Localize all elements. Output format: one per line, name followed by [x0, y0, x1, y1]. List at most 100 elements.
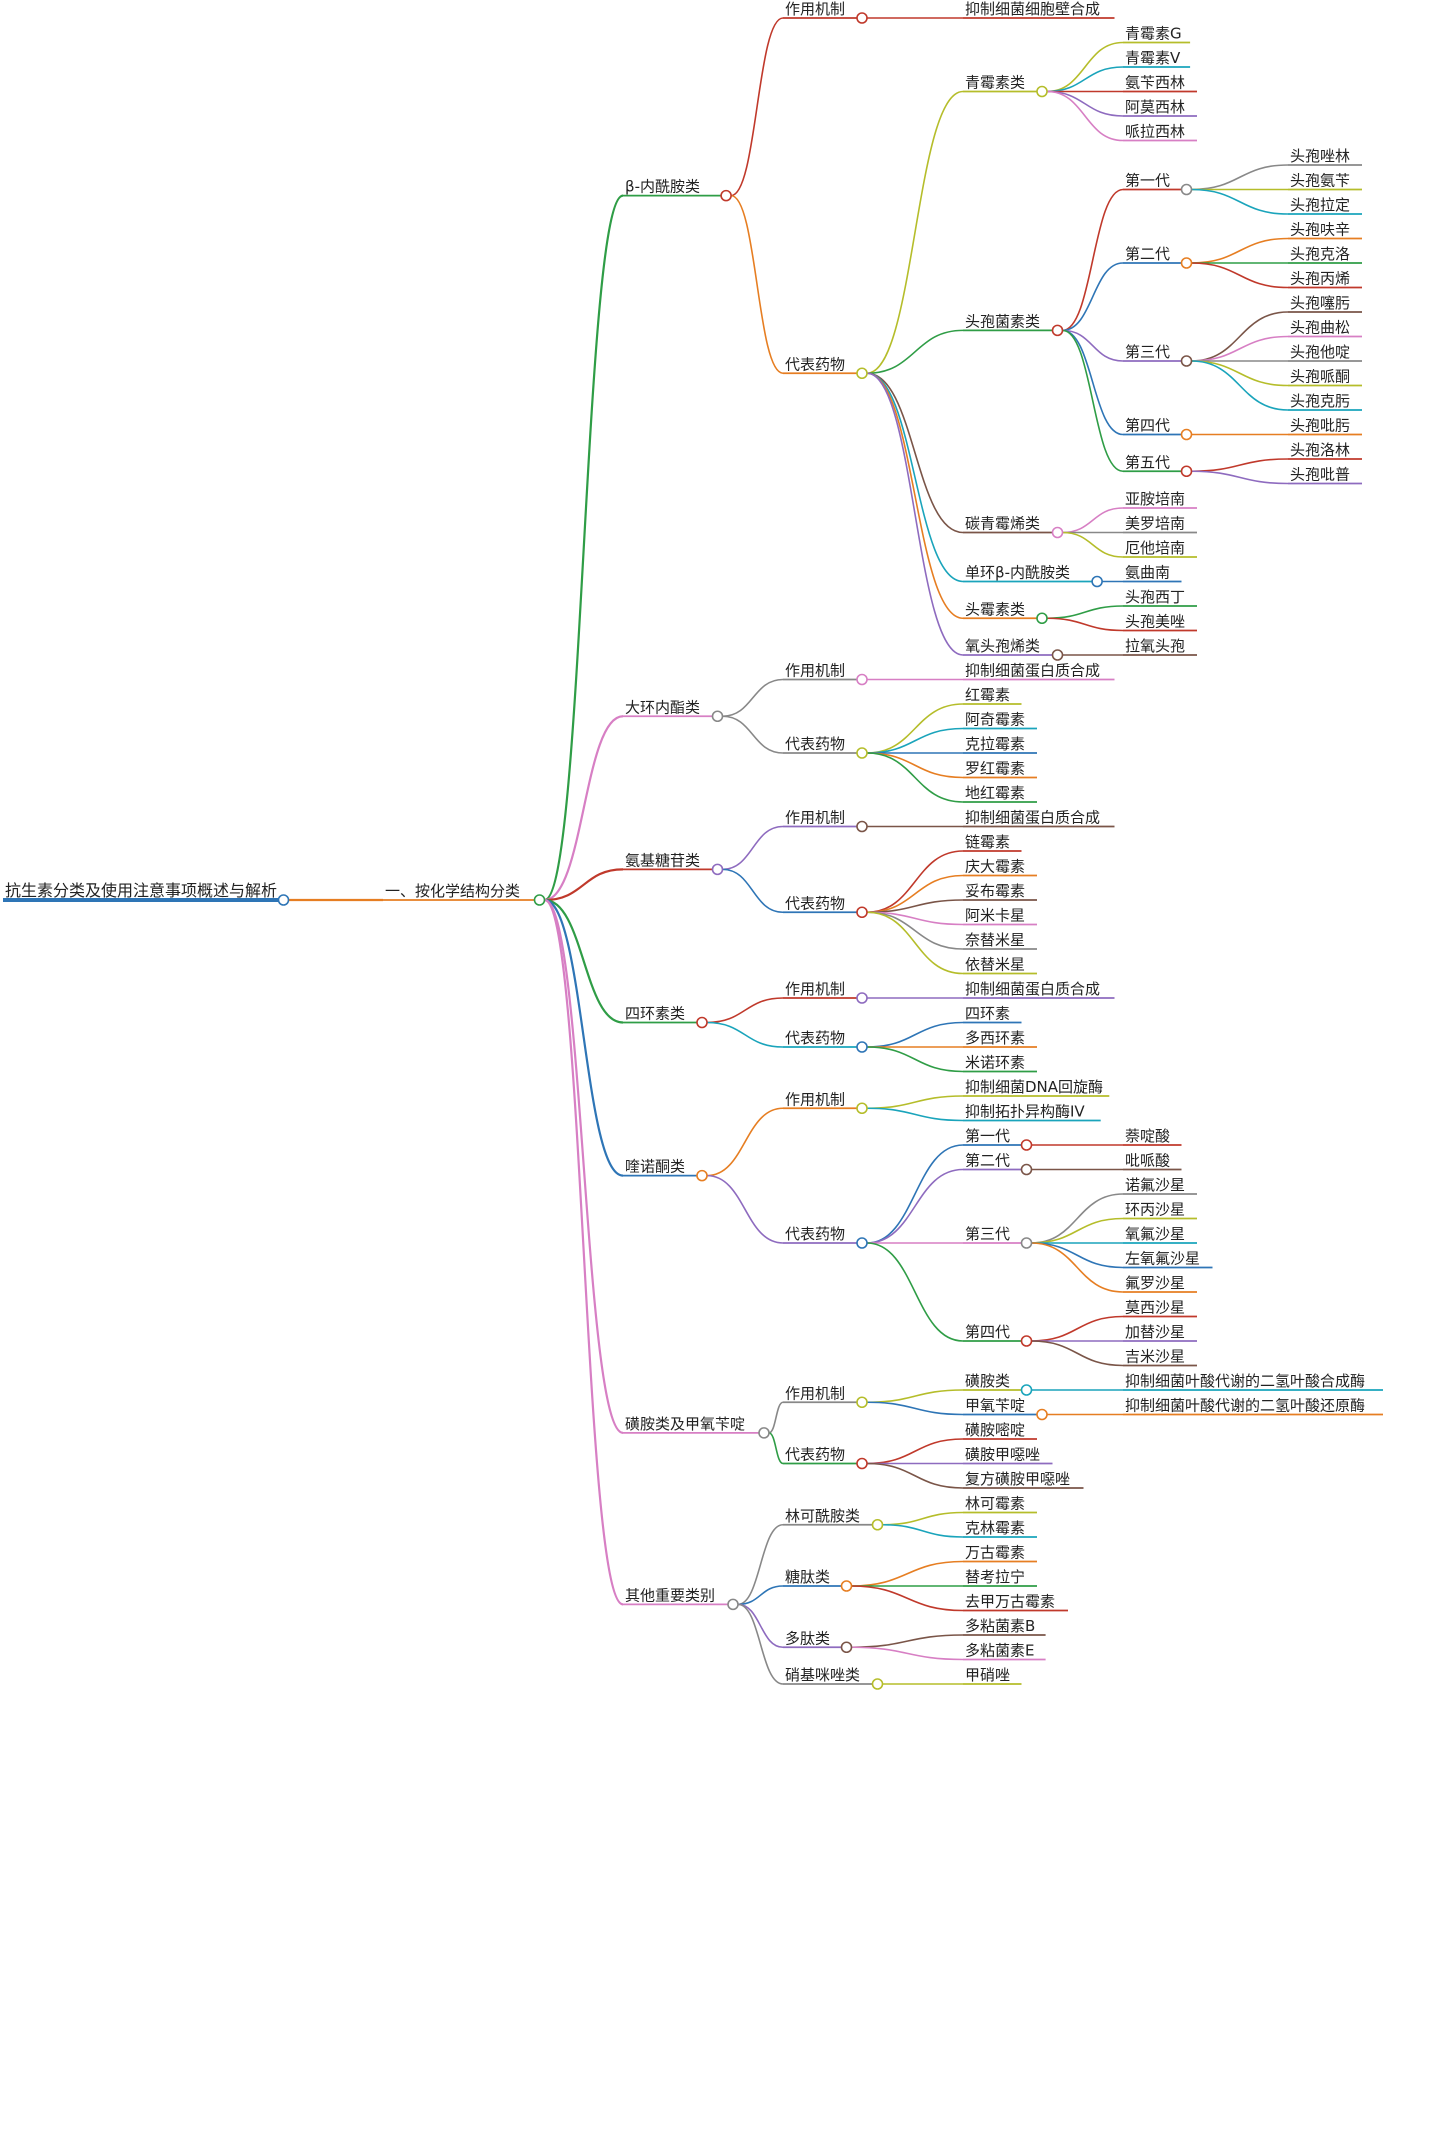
branch-topic-label[interactable]: 喹诺酮类	[625, 1158, 685, 1176]
branch-topic-label[interactable]: 氧头孢烯类	[965, 637, 1040, 655]
leaf-topic-label[interactable]: 罗红霉素	[965, 760, 1025, 778]
collapse-toggle-icon[interactable]	[840, 1641, 853, 1654]
branch-topic-label[interactable]: 第四代	[1125, 417, 1170, 435]
leaf-topic-label[interactable]: 万古霉素	[965, 1544, 1025, 1562]
branch-topic-label[interactable]: 代表药物	[785, 894, 845, 912]
branch-topic-label[interactable]: 第三代	[965, 1225, 1010, 1243]
collapse-toggle-icon[interactable]	[856, 992, 868, 1004]
collapse-toggle-icon[interactable]	[1180, 428, 1193, 441]
leaf-topic-label[interactable]: 克拉霉素	[965, 735, 1025, 753]
leaf-topic-label[interactable]: 吉米沙星	[1125, 1348, 1185, 1366]
leaf-topic-label[interactable]: 抑制细菌蛋白质合成	[965, 809, 1100, 827]
branch-topic-label[interactable]: 第三代	[1125, 343, 1170, 361]
leaf-topic-label[interactable]: 氨曲南	[1125, 564, 1170, 582]
collapse-toggle-icon[interactable]	[1091, 575, 1103, 588]
collapse-toggle-icon[interactable]	[856, 12, 868, 24]
leaf-topic-label[interactable]: 头孢噻肟	[1290, 294, 1350, 312]
leaf-topic-label[interactable]: 氟罗沙星	[1125, 1274, 1185, 1292]
branch-topic-label[interactable]: 第一代	[1125, 172, 1170, 190]
branch-topic-label[interactable]: 代表药物	[785, 1225, 845, 1243]
leaf-topic-label[interactable]: 亚胺培南	[1125, 490, 1185, 508]
collapse-toggle-icon[interactable]	[1036, 612, 1048, 625]
branch-topic-label[interactable]: 代表药物	[785, 735, 845, 753]
collapse-toggle-icon[interactable]	[696, 1169, 708, 1182]
leaf-topic-label[interactable]: 地红霉素	[965, 784, 1025, 802]
branch-topic-label[interactable]: 代表药物	[785, 355, 845, 373]
leaf-topic-label[interactable]: 去甲万古霉素	[965, 1593, 1055, 1611]
leaf-topic-label[interactable]: 多粘菌素B	[965, 1617, 1035, 1635]
leaf-topic-label[interactable]: 青霉素V	[1125, 49, 1181, 67]
leaf-topic-label[interactable]: 依替米星	[965, 956, 1025, 974]
leaf-topic-label[interactable]: 链霉素	[965, 833, 1010, 851]
branch-topic-label[interactable]: 磺胺类	[965, 1372, 1010, 1390]
collapse-toggle-icon[interactable]	[856, 906, 868, 919]
leaf-topic-label[interactable]: 环丙沙星	[1125, 1201, 1185, 1219]
leaf-topic-label[interactable]: 氨苄西林	[1125, 74, 1185, 92]
collapse-toggle-icon[interactable]	[1020, 1335, 1033, 1347]
collapse-toggle-icon[interactable]	[1036, 1408, 1048, 1421]
leaf-topic-label[interactable]: 头孢吡普	[1290, 466, 1350, 484]
leaf-topic-label[interactable]: 抑制细菌叶酸代谢的二氢叶酸还原酶	[1125, 1397, 1365, 1415]
branch-topic-label[interactable]: 作用机制	[785, 0, 845, 18]
leaf-topic-label[interactable]: 萘啶酸	[1125, 1127, 1170, 1145]
collapse-toggle-icon[interactable]	[277, 894, 290, 906]
leaf-topic-label[interactable]: 林可霉素	[965, 1495, 1025, 1513]
branch-topic-label[interactable]: 氨基糖苷类	[625, 851, 700, 869]
collapse-toggle-icon[interactable]	[1051, 324, 1064, 337]
collapse-toggle-icon[interactable]	[856, 747, 868, 759]
collapse-toggle-icon[interactable]	[533, 894, 546, 906]
collapse-toggle-icon[interactable]	[696, 1016, 708, 1029]
collapse-toggle-icon[interactable]	[856, 1457, 868, 1470]
leaf-topic-label[interactable]: 抑制拓扑异构酶IV	[965, 1103, 1085, 1121]
collapse-toggle-icon[interactable]	[1020, 1139, 1033, 1151]
branch-topic-label[interactable]: 作用机制	[785, 662, 845, 680]
collapse-toggle-icon[interactable]	[1180, 257, 1193, 269]
collapse-toggle-icon[interactable]	[711, 863, 724, 876]
leaf-topic-label[interactable]: 加替沙星	[1125, 1323, 1185, 1341]
collapse-toggle-icon[interactable]	[1020, 1163, 1033, 1176]
leaf-topic-label[interactable]: 复方磺胺甲噁唑	[965, 1470, 1070, 1488]
branch-topic-label[interactable]: 四环素类	[625, 1005, 685, 1023]
collapse-toggle-icon[interactable]	[1036, 85, 1048, 98]
branch-topic-label[interactable]: 大环内酯类	[625, 698, 700, 716]
leaf-topic-label[interactable]: 阿米卡星	[965, 907, 1025, 925]
branch-topic-label[interactable]: 第二代	[965, 1152, 1010, 1170]
collapse-toggle-icon[interactable]	[1180, 355, 1193, 367]
leaf-topic-label[interactable]: 庆大霉素	[965, 858, 1025, 876]
branch-topic-label[interactable]: 磺胺类及甲氧苄啶	[625, 1415, 745, 1433]
leaf-topic-label[interactable]: 四环素	[965, 1005, 1010, 1023]
leaf-topic-label[interactable]: 左氧氟沙星	[1125, 1250, 1200, 1268]
leaf-topic-label[interactable]: 头孢洛林	[1290, 441, 1350, 459]
branch-topic-label[interactable]: 一、按化学结构分类	[385, 882, 520, 900]
leaf-topic-label[interactable]: 多粘菌素E	[965, 1642, 1034, 1660]
collapse-toggle-icon[interactable]	[856, 1102, 868, 1115]
leaf-topic-label[interactable]: 青霉素G	[1125, 25, 1182, 43]
leaf-topic-label[interactable]: 吡哌酸	[1125, 1152, 1170, 1170]
collapse-toggle-icon[interactable]	[1020, 1237, 1033, 1249]
leaf-topic-label[interactable]: 诺氟沙星	[1125, 1176, 1185, 1194]
leaf-topic-label[interactable]: 头孢拉定	[1290, 196, 1350, 214]
branch-topic-label[interactable]: 林可酰胺类	[785, 1507, 860, 1525]
leaf-topic-label[interactable]: 阿莫西林	[1125, 98, 1185, 116]
leaf-topic-label[interactable]: 头孢哌酮	[1290, 368, 1350, 386]
branch-topic-label[interactable]: 第二代	[1125, 245, 1170, 263]
leaf-topic-label[interactable]: 米诺环素	[965, 1054, 1025, 1072]
leaf-topic-label[interactable]: 克林霉素	[965, 1519, 1025, 1537]
leaf-topic-label[interactable]: 头孢克肟	[1290, 392, 1350, 410]
collapse-toggle-icon[interactable]	[1051, 649, 1064, 661]
branch-topic-label[interactable]: 代表药物	[785, 1446, 845, 1464]
branch-topic-label[interactable]: 第一代	[965, 1127, 1010, 1145]
leaf-topic-label[interactable]: 头孢唑林	[1290, 147, 1350, 165]
leaf-topic-label[interactable]: 美罗培南	[1125, 515, 1185, 533]
collapse-toggle-icon[interactable]	[856, 1041, 868, 1053]
branch-topic-label[interactable]: 作用机制	[785, 980, 845, 998]
collapse-toggle-icon[interactable]	[1180, 183, 1193, 196]
collapse-toggle-icon[interactable]	[856, 673, 868, 686]
branch-topic-label[interactable]: 硝基咪唑类	[785, 1666, 860, 1684]
leaf-topic-label[interactable]: 头孢丙烯	[1290, 270, 1350, 288]
branch-topic-label[interactable]: 作用机制	[785, 809, 845, 827]
collapse-toggle-icon[interactable]	[720, 189, 732, 202]
leaf-topic-label[interactable]: 红霉素	[965, 686, 1010, 704]
collapse-toggle-icon[interactable]	[1020, 1384, 1033, 1396]
leaf-topic-label[interactable]: 抑制细菌细胞壁合成	[965, 0, 1100, 18]
